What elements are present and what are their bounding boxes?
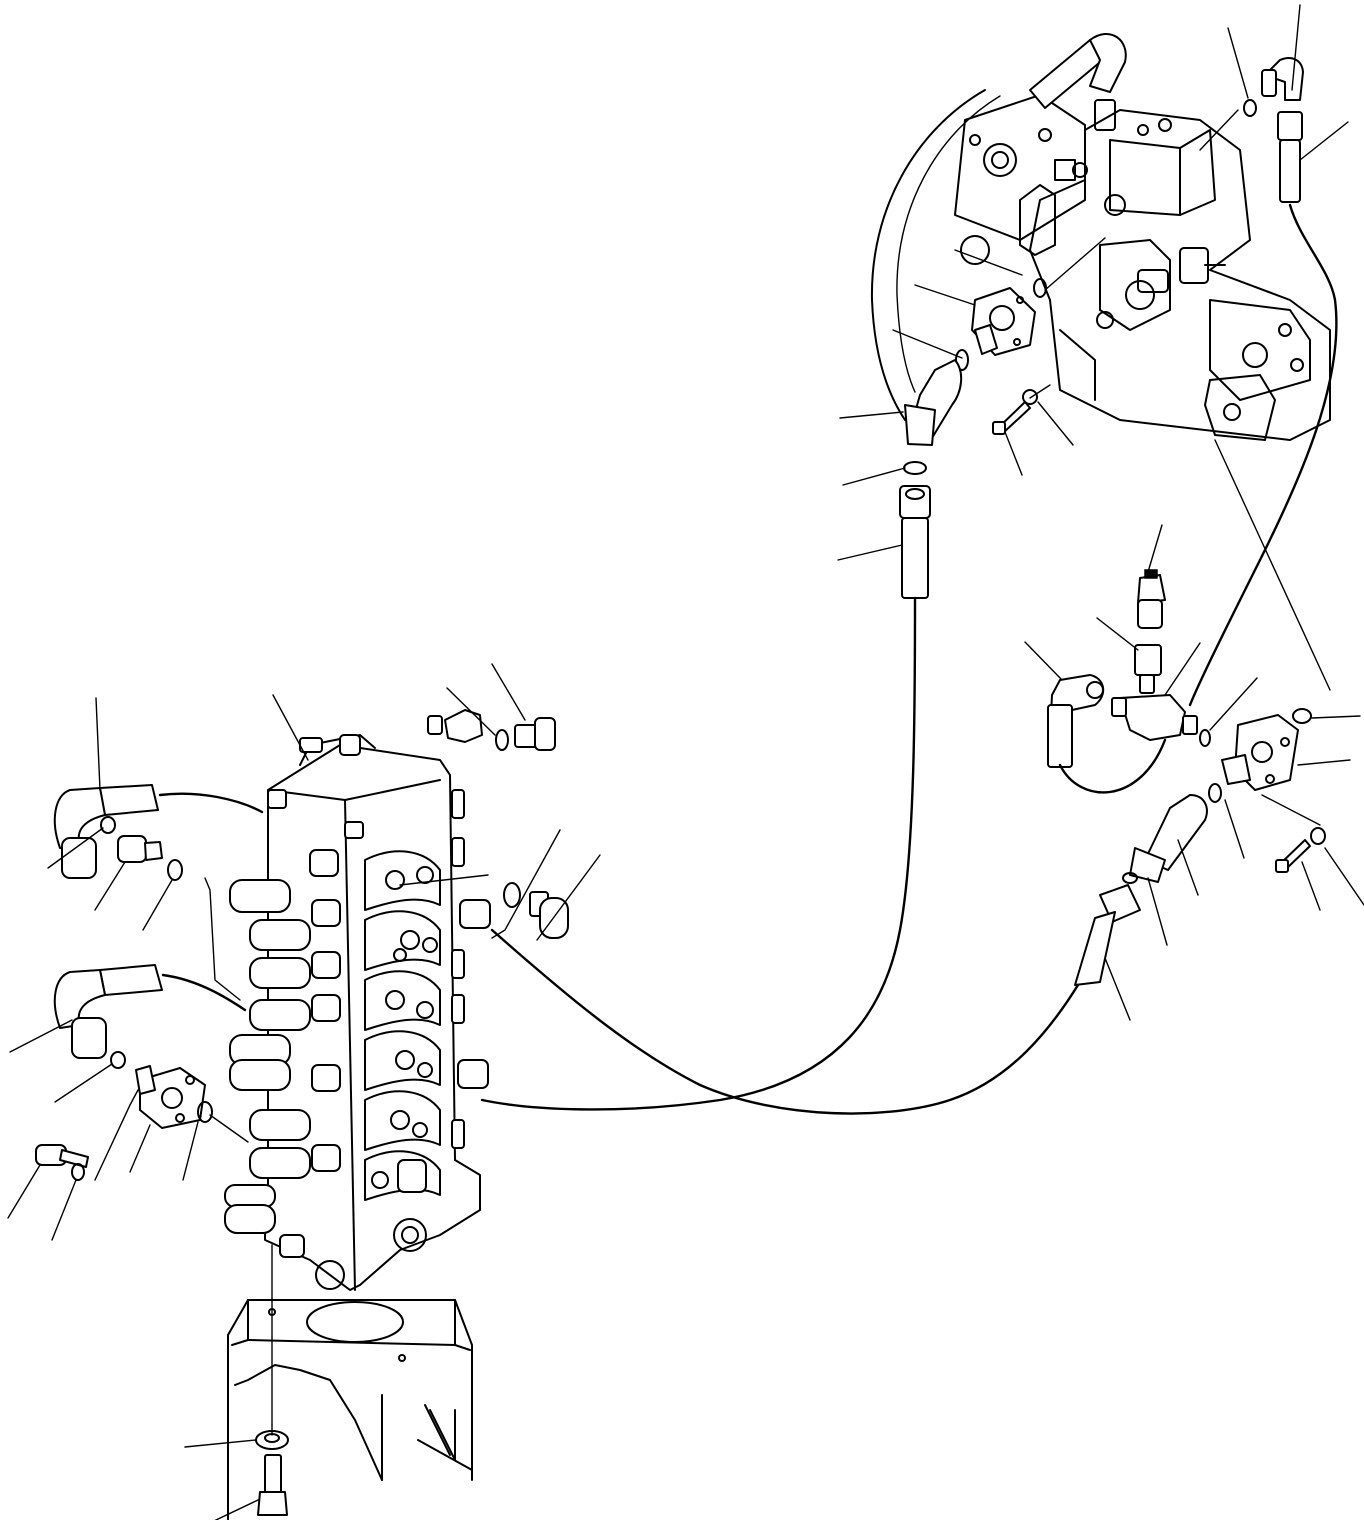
bolt [1275,839,1311,873]
flange [135,1065,206,1129]
pressure-sensor [1137,569,1166,629]
o-ring [1199,729,1211,747]
valve-sections [364,850,441,1201]
washer [1310,827,1326,845]
bolt [992,401,1031,435]
elbow-fitting [53,964,163,1059]
bolt [257,1454,288,1516]
o-ring [1243,99,1257,117]
adapter [117,835,163,863]
o-ring [100,816,116,834]
o-ring [495,729,509,751]
plug [529,891,569,939]
o-ring [503,882,521,908]
mounting-bracket [227,1299,473,1520]
elbow-fitting [1129,794,1208,883]
washer [71,1163,85,1181]
pump-outlet-flange [971,278,1047,356]
control-valve [224,715,481,1291]
o-ring [167,859,183,881]
hose-end [899,485,931,599]
valve-port-column [451,789,465,1149]
hose-end [1074,884,1141,986]
plug [514,717,556,751]
port-fitting [444,709,483,743]
elbow-fitting [53,784,159,879]
hose-end [1277,111,1303,203]
elbow-fitting [1261,57,1304,101]
o-ring [903,461,927,475]
hydraulic-pump [870,33,1331,441]
tee-fitting [1111,694,1198,741]
connection-lines [94,4,1331,1436]
leader-lines [7,27,1364,1520]
o-ring [110,1051,126,1069]
port-fitting [459,899,491,929]
washer [1022,389,1038,405]
bolt [35,1144,89,1168]
spool-ends [224,849,341,1234]
o-ring [1208,783,1222,803]
adapter [1134,644,1162,694]
hoses [158,203,1338,1115]
o-ring [1292,708,1312,724]
port-fitting [457,1059,489,1089]
flange [1221,714,1299,791]
o-ring [197,1101,213,1123]
elbow-fitting [1047,674,1105,768]
o-ring [1122,872,1138,884]
elbow-fitting [904,359,963,446]
